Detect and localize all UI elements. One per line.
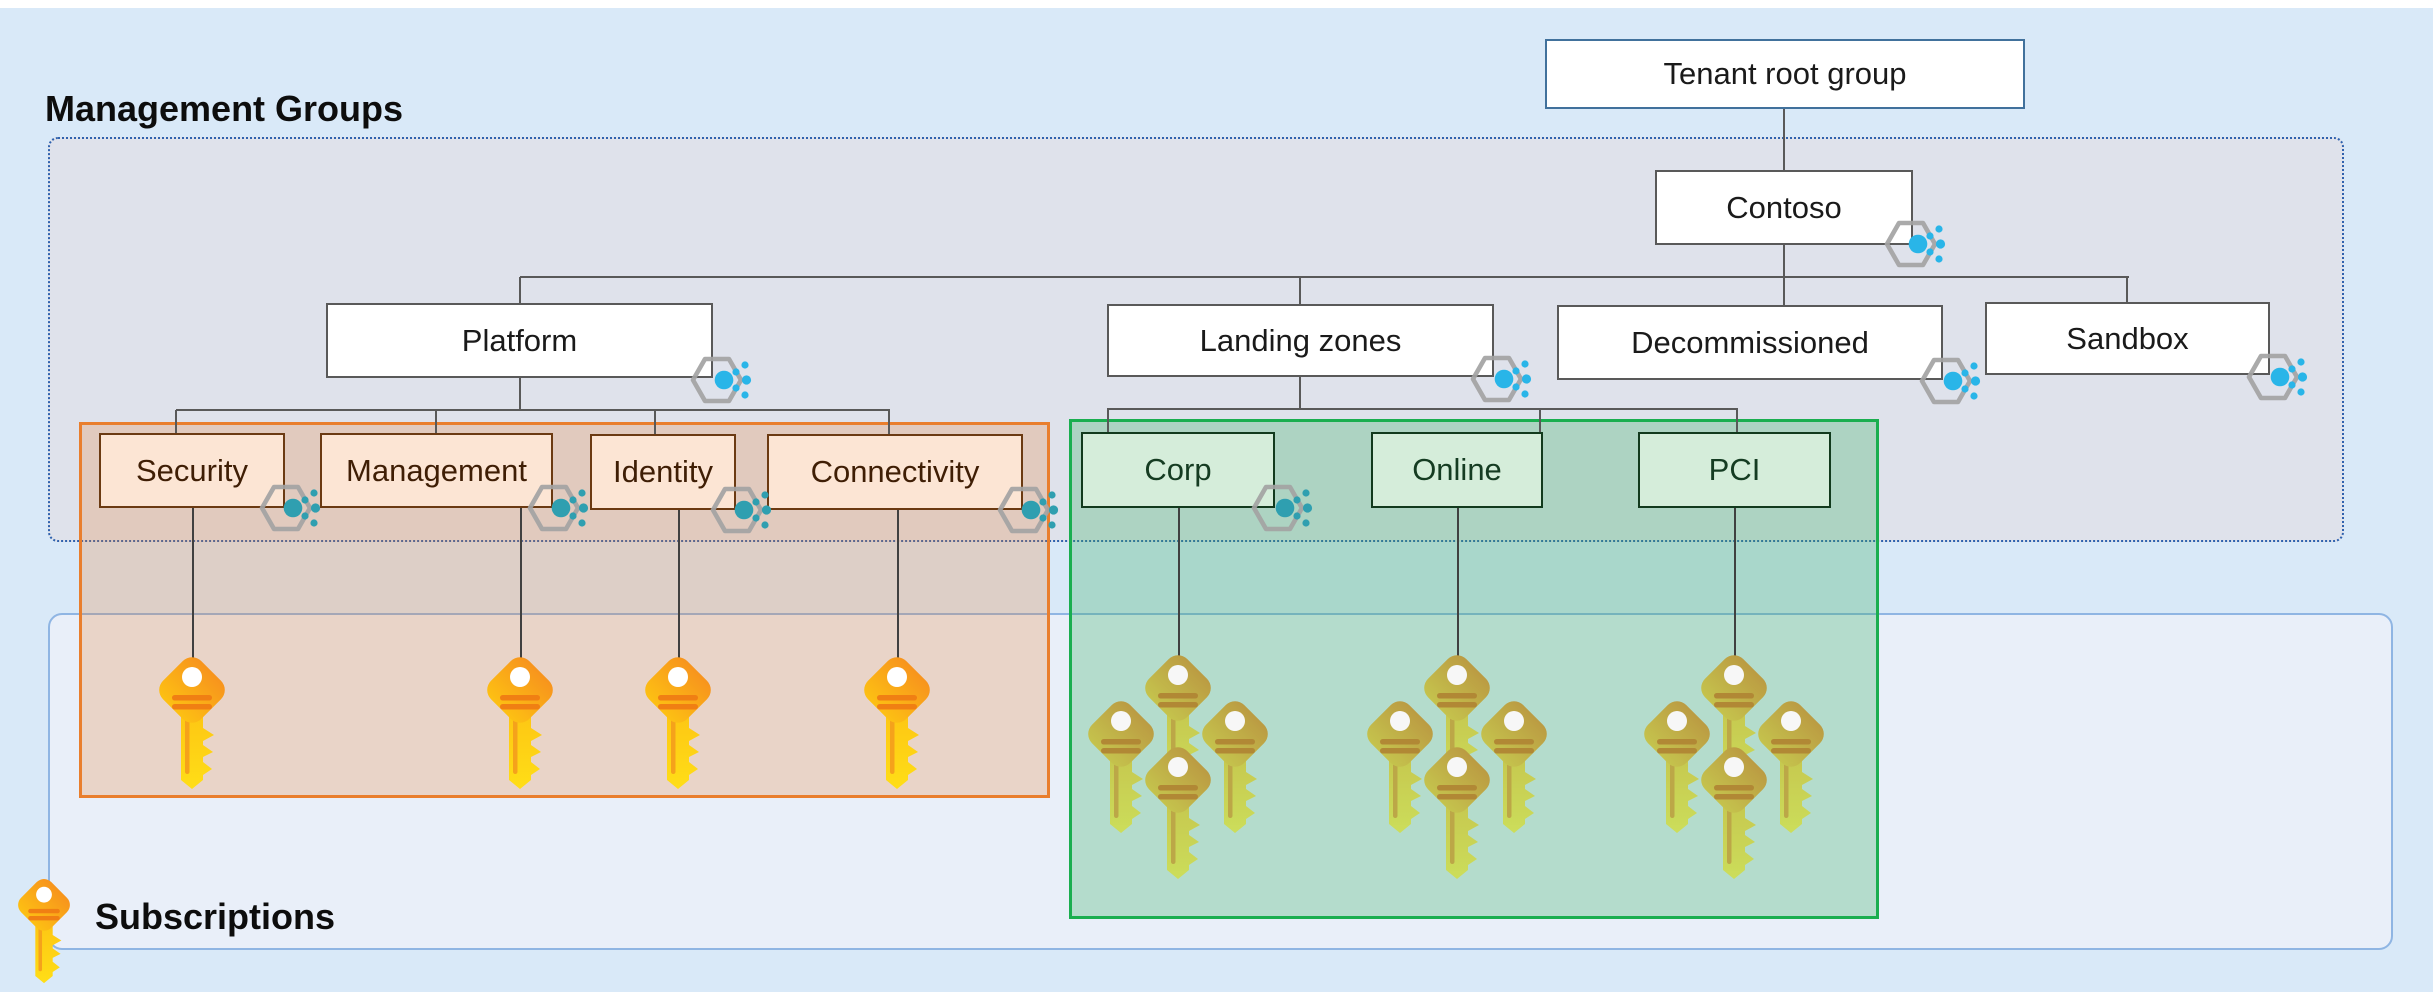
node-online: Online [1371, 432, 1543, 508]
subscription-key-icon [1367, 701, 1433, 833]
node-connectivity: Connectivity [767, 434, 1023, 510]
subscription-connector-line [1734, 508, 1736, 658]
node-label: Management [346, 452, 527, 488]
hierarchy-connector-line [888, 410, 890, 434]
management-group-icon [527, 484, 589, 532]
node-label: Decommissioned [1631, 324, 1869, 360]
subscription-connector-line [1178, 508, 1180, 658]
node-pci: PCI [1638, 432, 1831, 508]
hierarchy-connector-line [1539, 408, 1541, 432]
node-decommissioned: Decommissioned [1557, 305, 1943, 380]
node-label: Security [136, 452, 248, 488]
management-group-icon [690, 356, 752, 404]
hierarchy-connector-line [435, 410, 437, 433]
subscription-key-icon [1424, 747, 1490, 879]
subscription-key-icon [645, 657, 711, 789]
hierarchy-connector-line [1107, 408, 1109, 432]
hierarchy-connector-line [1736, 408, 1738, 432]
hierarchy-connector-line [1299, 377, 1301, 410]
subscription-key-icon [1701, 747, 1767, 879]
hierarchy-connector-line [175, 410, 177, 433]
subscriptions-area [48, 613, 2393, 950]
management-group-icon [1919, 357, 1981, 405]
node-label: PCI [1708, 452, 1761, 487]
subscription-key-icon [1202, 701, 1268, 833]
node-label: Identity [613, 454, 713, 489]
hierarchy-connector-line [2126, 277, 2128, 302]
hierarchy-connector-line [1783, 109, 1785, 170]
subscription-key-icon [1145, 655, 1211, 787]
management-group-icon [2246, 353, 2308, 401]
node-management: Management [320, 433, 553, 508]
hierarchy-connector-line [1299, 277, 1301, 304]
subscription-key-icon [1481, 701, 1547, 833]
node-label: Corp [1144, 452, 1212, 487]
subscription-key-icon [1758, 701, 1824, 833]
subscription-key-icon [159, 657, 225, 789]
subscription-connector-line [1457, 508, 1459, 658]
subscription-key-icon [864, 657, 930, 789]
management-group-icon [1251, 484, 1313, 532]
node-label: Sandbox [2066, 320, 2189, 356]
subscription-connector-line [897, 509, 899, 660]
management-group-icon [997, 486, 1059, 534]
management-group-icon [710, 486, 772, 534]
node-label: Connectivity [810, 454, 980, 489]
management-group-icon [1884, 220, 1946, 268]
node-corp: Corp [1081, 432, 1275, 508]
node-label: Online [1412, 452, 1502, 487]
node-landing-zones: Landing zones [1107, 304, 1494, 377]
subscription-connector-line [678, 509, 680, 660]
node-security: Security [99, 433, 285, 508]
subscriptions-label: Subscriptions [95, 896, 336, 937]
hierarchy-connector-line [520, 276, 2129, 278]
subscription-key-icon [487, 657, 553, 789]
hierarchy-connector-line [176, 409, 890, 411]
node-platform: Platform [326, 303, 713, 378]
hierarchy-connector-line [1783, 245, 1785, 305]
subscription-key-icon [1644, 701, 1710, 833]
hierarchy-connector-line [1108, 408, 1738, 410]
subscription-connector-line [192, 508, 194, 660]
node-sandbox: Sandbox [1985, 302, 2270, 375]
node-identity: Identity [590, 434, 736, 510]
management-group-icon [1470, 355, 1532, 403]
hierarchy-connector-line [519, 378, 521, 411]
hierarchy-connector-line [654, 410, 656, 434]
node-label: Platform [461, 322, 578, 358]
node-label: Tenant root group [1663, 56, 1907, 91]
subscription-key-icon [1088, 701, 1154, 833]
node-label: Landing zones [1199, 322, 1402, 358]
management-group-icon [259, 484, 321, 532]
node-contoso: Contoso [1655, 170, 1913, 245]
subscription-key-icon [1145, 747, 1211, 879]
node-label: Contoso [1726, 189, 1842, 225]
hierarchy-connector-line [519, 277, 521, 303]
node-tenant-root-group: Tenant root group [1545, 39, 2025, 109]
subscription-connector-line [520, 508, 522, 660]
subscription-key-icon [18, 879, 70, 984]
management-groups-label: Management Groups [45, 88, 404, 129]
